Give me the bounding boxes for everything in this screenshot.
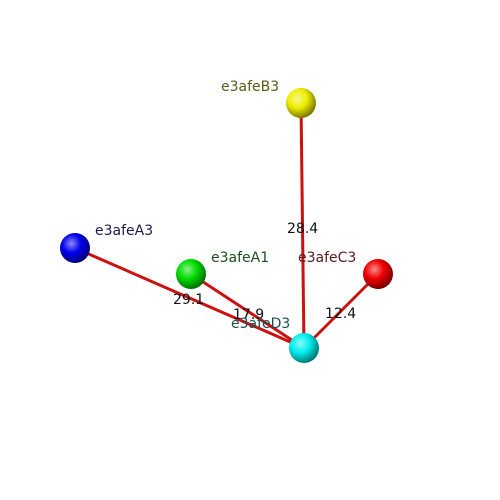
node-labels-layer: e3afeA1 e3afeA3 e3afeB3 e3afeC3 e3afeD3 xyxy=(95,79,356,332)
node-D3 xyxy=(289,333,319,363)
edge-D3-A1 xyxy=(189,272,306,350)
nodes-layer xyxy=(60,88,393,363)
node-C3 xyxy=(363,259,393,289)
node-label-D3: e3afeD3 xyxy=(231,316,290,332)
node-A3 xyxy=(60,233,90,263)
node-label-B3: e3afeB3 xyxy=(221,79,279,95)
edge-label-D3-C3: 12.4 xyxy=(325,306,356,322)
node-label-A3: e3afeA3 xyxy=(95,223,153,239)
edge-label-D3-A3: 29.1 xyxy=(173,292,204,308)
edge-label-D3-A1: 17.9 xyxy=(233,307,264,323)
edge-labels-layer: 28.4 29.1 17.9 12.4 xyxy=(173,221,356,323)
edge-D3-B3 xyxy=(299,101,306,350)
node-B3 xyxy=(286,88,316,118)
node-label-A1: e3afeA1 xyxy=(211,250,269,266)
node-label-C3: e3afeC3 xyxy=(298,250,356,266)
edges-layer xyxy=(73,101,380,350)
node-A1 xyxy=(176,259,206,289)
edge-D3-A3 xyxy=(73,246,306,350)
edge-label-D3-B3: 28.4 xyxy=(287,221,318,237)
edge-D3-C3 xyxy=(302,272,380,350)
